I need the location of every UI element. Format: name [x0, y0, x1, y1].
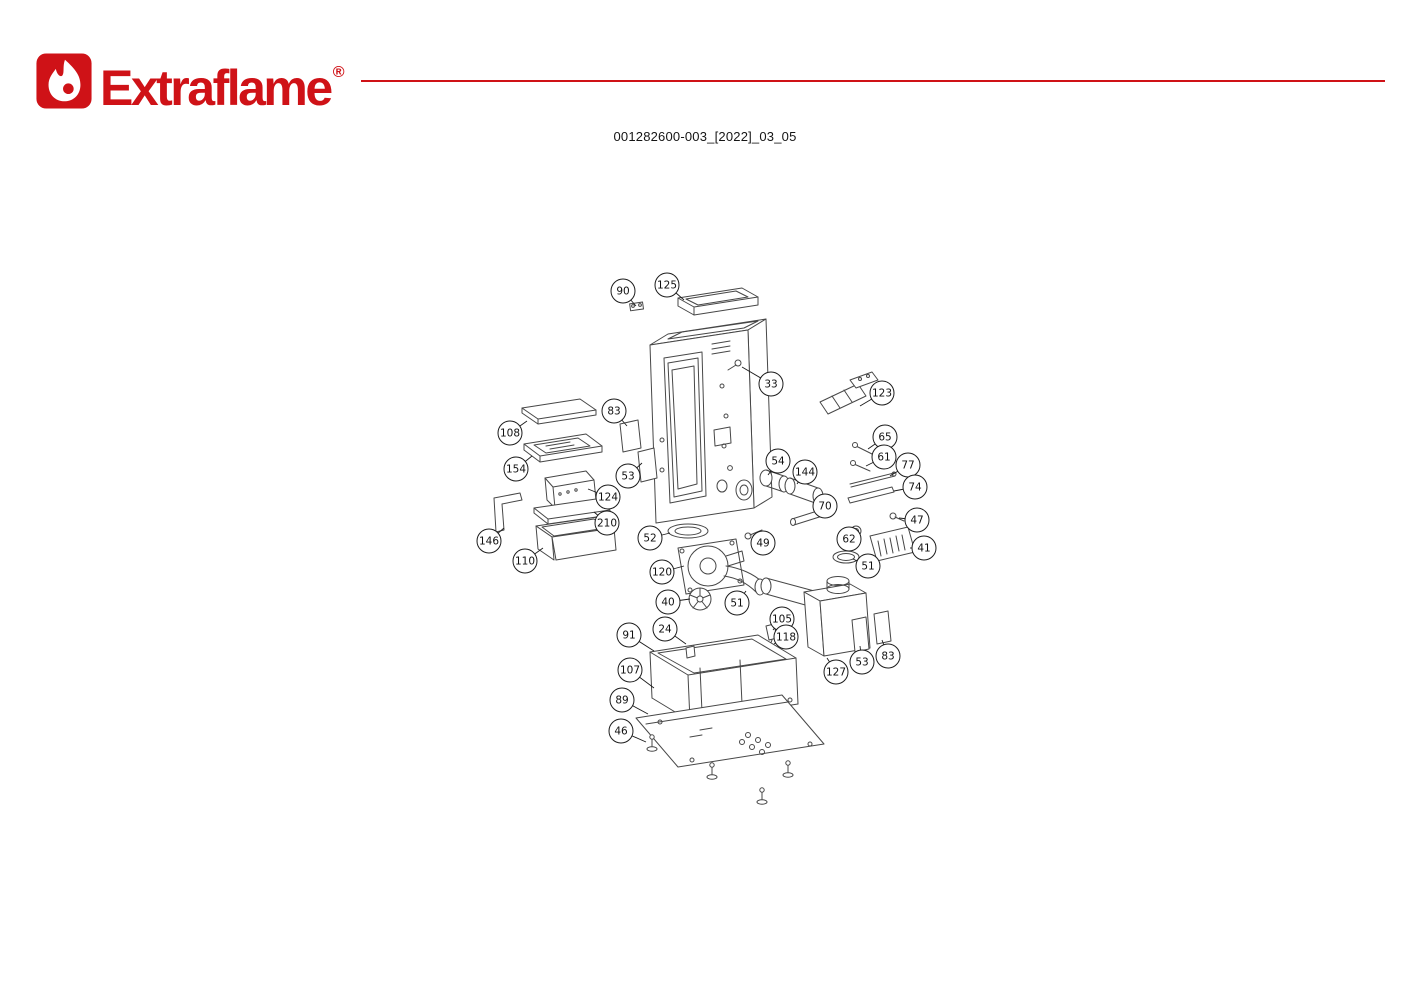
callout-70: 70 [812, 493, 838, 519]
callout-210: 210 [594, 510, 620, 536]
callout-51: 51 [724, 590, 750, 616]
callout-146: 146 [476, 528, 502, 554]
callout-54: 54 [765, 448, 791, 474]
callout-110: 110 [512, 548, 538, 574]
callout-123: 123 [869, 380, 895, 406]
callout-77: 77 [895, 452, 921, 478]
callout-107: 107 [617, 657, 643, 683]
callout-52: 52 [637, 525, 663, 551]
callout-144: 144 [792, 459, 818, 485]
callout-91: 91 [616, 622, 642, 648]
callout-118: 118 [773, 624, 799, 650]
callout-53: 53 [615, 463, 641, 489]
document-code: 001282600-003_[2022]_03_05 [613, 129, 797, 144]
callout-46: 46 [608, 718, 634, 744]
callout-33: 33 [758, 371, 784, 397]
flame-logo-icon [35, 52, 93, 110]
callout-24: 24 [652, 616, 678, 642]
logo-wordmark: Extraflame [100, 60, 333, 116]
callout-41: 41 [911, 535, 937, 561]
callout-89: 89 [609, 687, 635, 713]
callout-62: 62 [836, 526, 862, 552]
callout-90: 90 [610, 278, 636, 304]
callout-83: 83 [875, 643, 901, 669]
callout-83: 83 [601, 398, 627, 424]
callout-51: 51 [855, 553, 881, 579]
header: Extraflame® [35, 44, 1385, 117]
callout-108: 108 [497, 420, 523, 446]
callout-61: 61 [871, 444, 897, 470]
callout-120: 120 [649, 559, 675, 585]
callout-125: 125 [654, 272, 680, 298]
registered-mark: ® [332, 64, 345, 81]
callout-127: 127 [823, 659, 849, 685]
callout-124: 124 [595, 484, 621, 510]
extraflame-logo: Extraflame® [35, 44, 345, 117]
callout-49: 49 [750, 530, 776, 556]
callout-40: 40 [655, 589, 681, 615]
callout-47: 47 [904, 507, 930, 533]
logo-text: Extraflame® [100, 44, 345, 117]
callout-74: 74 [902, 474, 928, 500]
callout-53: 53 [849, 649, 875, 675]
header-divider [360, 79, 1385, 82]
callout-154: 154 [503, 456, 529, 482]
